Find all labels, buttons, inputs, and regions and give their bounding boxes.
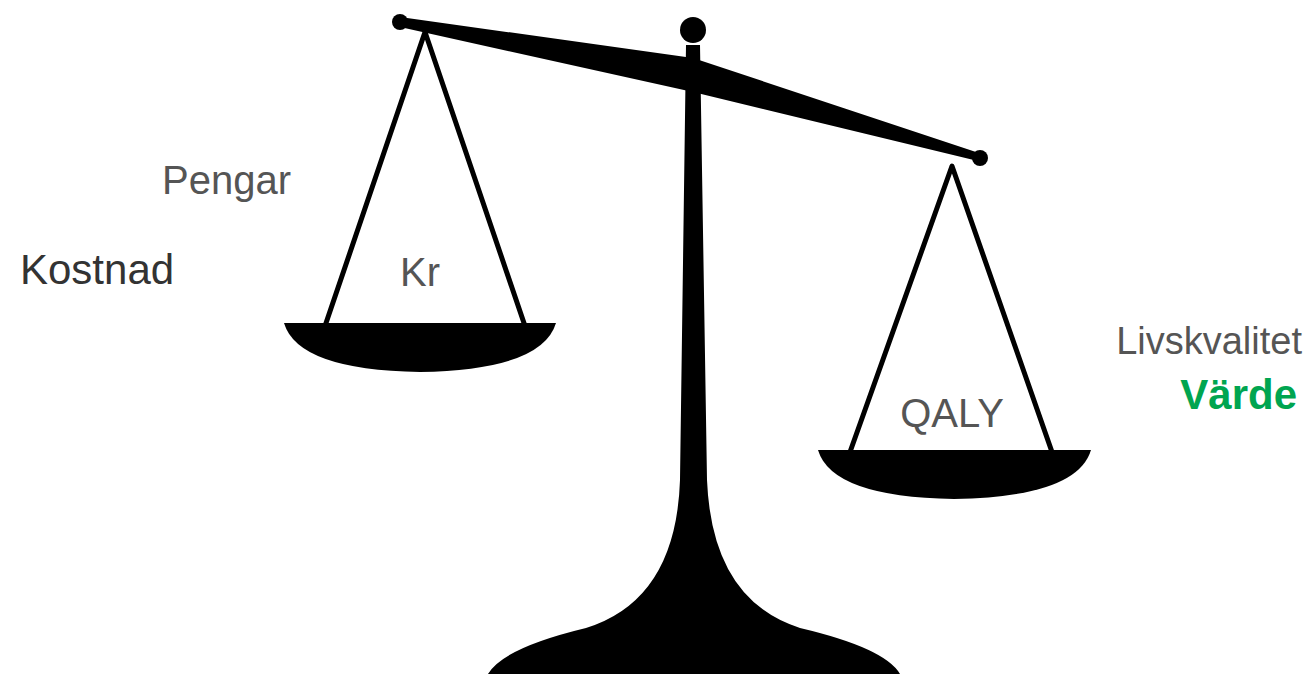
annotation-label: Kostnad — [20, 246, 174, 294]
pan-hanger — [325, 32, 525, 326]
annotation-label: Livskvalitet — [1116, 320, 1302, 364]
annotation-label: Pengar — [162, 157, 291, 203]
scale-pan — [284, 323, 556, 372]
scale-beam — [400, 17, 982, 162]
pivot-ball — [680, 17, 706, 43]
pan-label: Kr — [400, 249, 440, 295]
scale-post — [488, 45, 900, 674]
annotation-label: Värde — [1180, 371, 1297, 419]
scale-pan — [818, 450, 1091, 499]
pan-label: QALY — [900, 390, 1004, 436]
beam-end — [392, 14, 408, 30]
beam-end — [972, 150, 988, 166]
pan-hanger — [850, 166, 1052, 452]
